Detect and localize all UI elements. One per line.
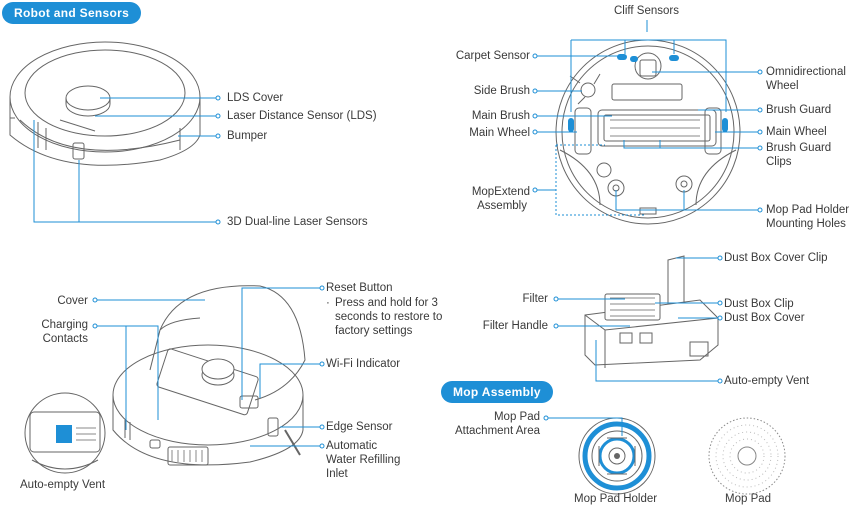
label-brush-guard: Brush Guard bbox=[766, 104, 832, 116]
leader-lines bbox=[33, 20, 763, 449]
section-robot-sensors: Robot and Sensors bbox=[2, 2, 142, 24]
label-mop-attach-line1: Mop Pad bbox=[493, 411, 540, 423]
label-bumper: Bumper bbox=[227, 130, 268, 142]
label-brush-guard-clips-line1: Brush Guard bbox=[766, 142, 832, 154]
label-auto-empty-vent: Auto-empty Vent bbox=[724, 375, 810, 387]
reset-note-bullet: · bbox=[326, 297, 330, 309]
label-mop-holder-holes-line2: Mounting Holes bbox=[766, 218, 846, 230]
label-filter-handle: Filter Handle bbox=[482, 320, 548, 332]
label-mop-holder-holes-line1: Mop Pad Holder bbox=[766, 204, 850, 216]
label-3d-laser-sensors: 3D Dual-line Laser Sensors bbox=[227, 216, 368, 228]
robot-top-view-drawing bbox=[9, 41, 201, 166]
label-water-inlet-line3: Inlet bbox=[326, 468, 348, 480]
label-dust-box-cover: Dust Box Cover bbox=[724, 312, 805, 324]
mop-holder-drawing bbox=[578, 417, 656, 495]
label-dust-box-cover-clip: Dust Box Cover Clip bbox=[724, 252, 828, 264]
mop-pad-drawing bbox=[708, 417, 786, 495]
label-lds: Laser Distance Sensor (LDS) bbox=[227, 110, 377, 122]
label-main-wheel-right: Main Wheel bbox=[766, 126, 827, 138]
robot-bottom-blue-parts bbox=[568, 54, 728, 132]
label-dust-box-clip: Dust Box Clip bbox=[724, 298, 794, 310]
section-mop-assembly: Mop Assembly bbox=[441, 381, 553, 403]
reset-note-line3: factory settings bbox=[335, 325, 413, 337]
robot-bottom-view-drawing bbox=[555, 39, 741, 225]
reset-note-line2: seconds to restore to bbox=[335, 311, 443, 323]
label-cover: Cover bbox=[57, 295, 88, 307]
label-wifi-indicator: Wi-Fi Indicator bbox=[326, 358, 401, 370]
robot-open-lid-drawing bbox=[112, 285, 306, 466]
label-charging-contacts-line1: Charging bbox=[41, 319, 88, 331]
label-water-inlet-line1: Automatic bbox=[326, 440, 378, 452]
auto-empty-vent-inset bbox=[24, 392, 106, 474]
label-mop-pad-holder: Mop Pad Holder bbox=[574, 493, 658, 505]
label-mopextend-line2: Assembly bbox=[477, 200, 527, 212]
label-mop-attach-line2: Attachment Area bbox=[454, 425, 540, 437]
label-charging-contacts-line2: Contacts bbox=[42, 333, 88, 345]
label-water-inlet-line2: Water Refilling bbox=[326, 454, 401, 466]
label-edge-sensor: Edge Sensor bbox=[326, 421, 393, 433]
label-filter: Filter bbox=[522, 293, 548, 305]
label-side-brush: Side Brush bbox=[473, 85, 530, 97]
reset-note-line1: Press and hold for 3 bbox=[335, 297, 438, 309]
label-mopextend-line1: MopExtend bbox=[471, 186, 530, 198]
label-auto-empty-vent-inset: Auto-empty Vent bbox=[20, 479, 106, 491]
label-omni-wheel-line2: Wheel bbox=[766, 80, 799, 92]
label-reset-button: Reset Button bbox=[326, 282, 393, 294]
label-cliff-sensors: Cliff Sensors bbox=[614, 5, 679, 17]
label-omni-wheel-line1: Omnidirectional bbox=[766, 66, 846, 78]
label-mop-pad: Mop Pad bbox=[725, 493, 772, 505]
label-brush-guard-clips-line2: Clips bbox=[766, 156, 792, 168]
dust-box-drawing bbox=[584, 255, 719, 368]
label-main-brush: Main Brush bbox=[471, 110, 530, 122]
label-carpet-sensor: Carpet Sensor bbox=[455, 50, 530, 62]
label-lds-cover: LDS Cover bbox=[227, 92, 284, 104]
label-main-wheel-left: Main Wheel bbox=[469, 127, 530, 139]
